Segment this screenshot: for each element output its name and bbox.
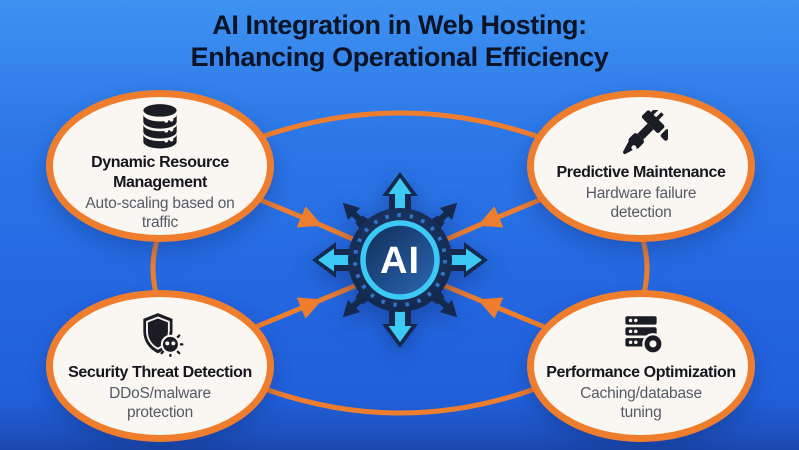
link-left — [150, 237, 160, 300]
node-predictive-maintenance: Predictive Maintenance Hardware failure … — [527, 90, 755, 242]
node-subtitle: Auto-scaling based on traffic — [85, 195, 235, 231]
node-title: Dynamic Resource Management — [91, 154, 229, 191]
server-disk-icon — [625, 316, 664, 355]
ai-hub: AI — [312, 172, 488, 348]
shield-bug-icon — [143, 313, 184, 357]
node-title: Predictive Maintenance — [556, 164, 726, 181]
node-subtitle: DDoS/malware protection — [109, 385, 211, 421]
drill-tool-icon — [622, 110, 668, 155]
hub-cardinal-arrows — [312, 172, 488, 348]
hub-cyan-ring — [360, 220, 440, 300]
arc-bottom — [249, 381, 551, 416]
ai-label: AI — [380, 240, 420, 282]
arc-top — [247, 110, 553, 144]
database-icon — [143, 104, 177, 149]
node-dynamic-resource-management: Dynamic Resource Management Auto-scaling… — [46, 90, 274, 242]
node-performance-optimization: Performance Optimization Caching/databas… — [527, 290, 755, 442]
node-title: Security Threat Detection — [68, 364, 252, 381]
title-line-1: AI Integration in Web Hosting: — [212, 10, 587, 40]
hub-circuit-dots — [353, 213, 447, 307]
page-title: AI Integration in Web Hosting: Enhancing… — [0, 9, 799, 73]
node-title: Performance Optimization — [546, 364, 736, 381]
title-line-2: Enhancing Operational Efficiency — [190, 42, 609, 72]
node-subtitle: Hardware failure detection — [585, 185, 697, 221]
node-security-threat-detection: Security Threat Detection DDoS/malware p… — [46, 290, 274, 442]
node-subtitle: Caching/database tuning — [580, 385, 702, 421]
link-right — [640, 237, 650, 300]
